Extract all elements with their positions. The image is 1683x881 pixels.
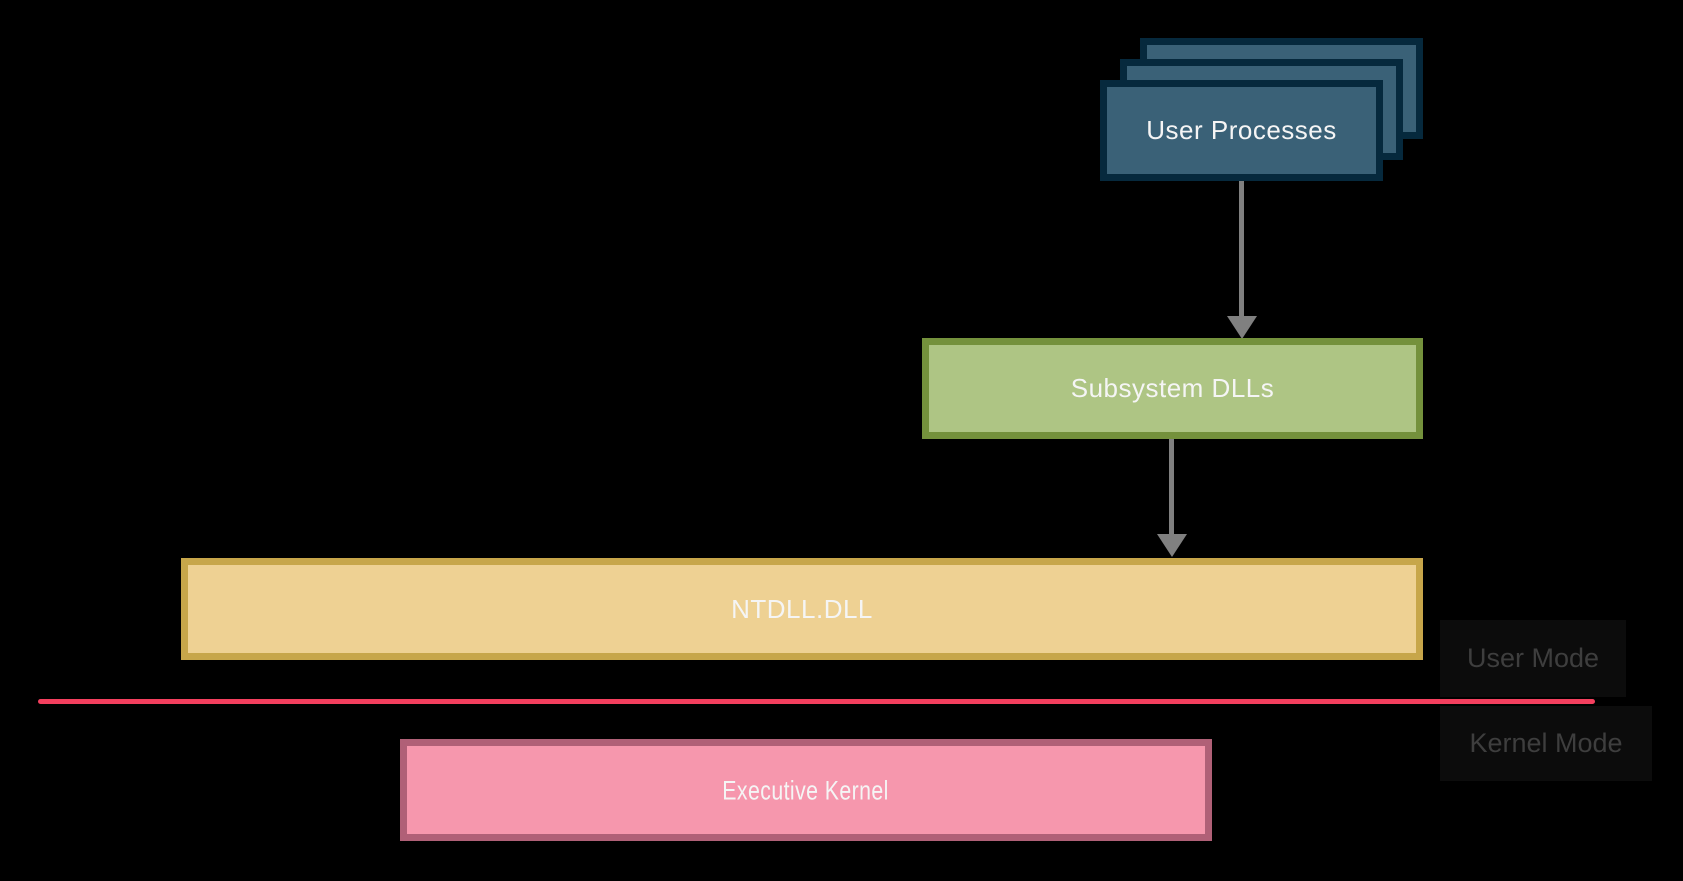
kernel-mode-zone-label: Kernel Mode: [1440, 706, 1652, 781]
kernel-mode-zone-label-text: Kernel Mode: [1469, 728, 1623, 758]
ntdll-label: NTDLL.DLL: [731, 593, 873, 624]
ntdll-node: NTDLL.DLL: [181, 558, 1423, 660]
arrowhead-subsystem-dlls-to-ntdll: [1157, 534, 1187, 557]
arrow-subsystem-dlls-to-ntdll: [1169, 439, 1174, 536]
user-mode-zone-label-text: User Mode: [1466, 643, 1600, 673]
arrowhead-user-processes-to-subsystem-dlls: [1227, 316, 1257, 339]
user-processes-node: User Processes: [1100, 80, 1383, 181]
user-processes-label: User Processes: [1146, 115, 1337, 145]
subsystem-dlls-node: Subsystem DLLs: [922, 338, 1423, 439]
user-mode-zone-label: User Mode: [1440, 620, 1626, 697]
executive-kernel-node: Executive Kernel: [400, 739, 1212, 841]
mode-divider-line: [38, 699, 1595, 704]
executive-kernel-label: Executive Kernel: [722, 773, 890, 806]
arrow-user-processes-to-subsystem-dlls: [1239, 181, 1244, 319]
subsystem-dlls-label: Subsystem DLLs: [1070, 373, 1275, 403]
